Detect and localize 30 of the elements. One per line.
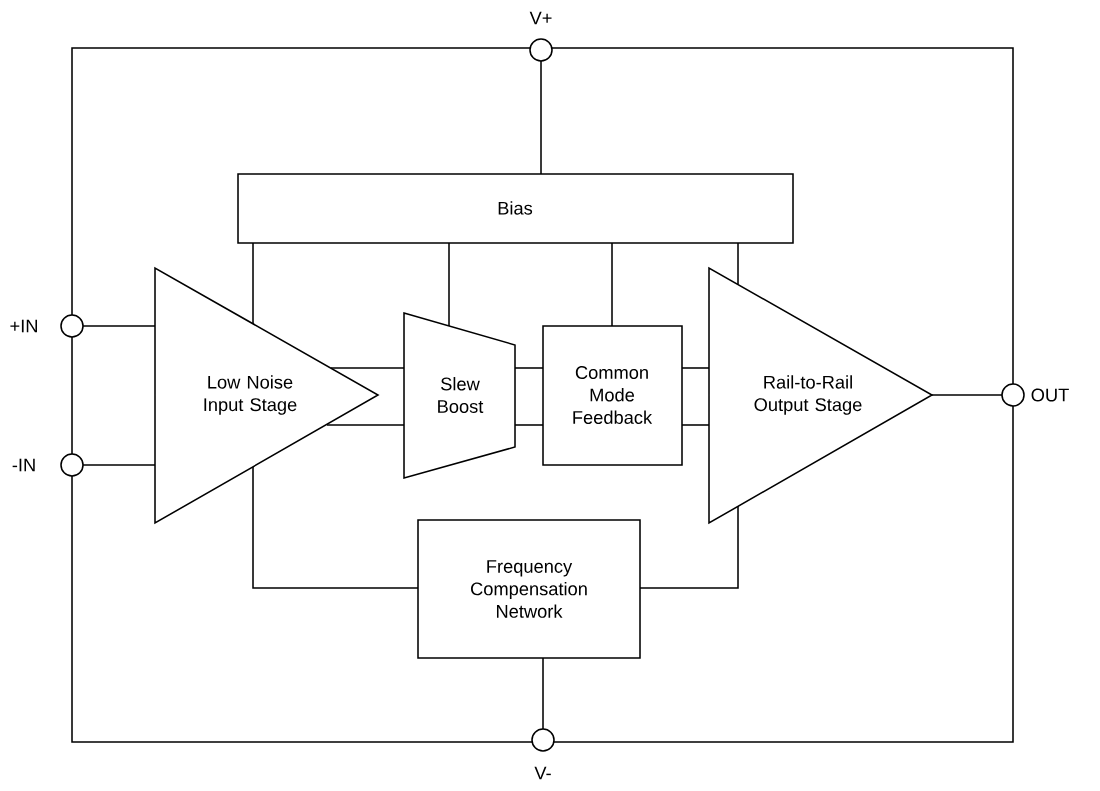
connector-line xyxy=(611,242,613,327)
block-box: Common Mode Feedback xyxy=(542,325,683,466)
pin-label: +IN xyxy=(10,319,37,333)
connector-line xyxy=(542,657,544,730)
pin-circle xyxy=(1001,383,1025,407)
connector-line xyxy=(252,466,419,589)
pin-label: V+ xyxy=(529,11,552,25)
pin-label: OUT xyxy=(1031,388,1069,402)
pin-circle xyxy=(60,314,84,338)
pin-circle xyxy=(531,728,555,752)
connector-line xyxy=(540,60,542,175)
connector-line xyxy=(681,424,710,426)
bias-box: Bias xyxy=(237,173,794,244)
pin-label: -IN xyxy=(12,458,35,472)
connector-line xyxy=(639,505,739,589)
connector-line xyxy=(737,242,739,285)
connector-line xyxy=(931,394,1003,396)
block-box: Frequency Compensation Network xyxy=(417,519,641,659)
connector-line xyxy=(448,242,450,327)
connector-line xyxy=(514,367,544,369)
connector-line xyxy=(252,242,254,325)
pin-label: V- xyxy=(534,766,551,780)
connector-line xyxy=(82,464,156,466)
connector-line xyxy=(681,367,710,369)
pin-circle xyxy=(529,38,553,62)
connector-line xyxy=(82,325,156,327)
connector-line xyxy=(514,424,544,426)
pin-circle xyxy=(60,453,84,477)
connector-line xyxy=(330,367,405,369)
connector-line xyxy=(326,424,405,426)
